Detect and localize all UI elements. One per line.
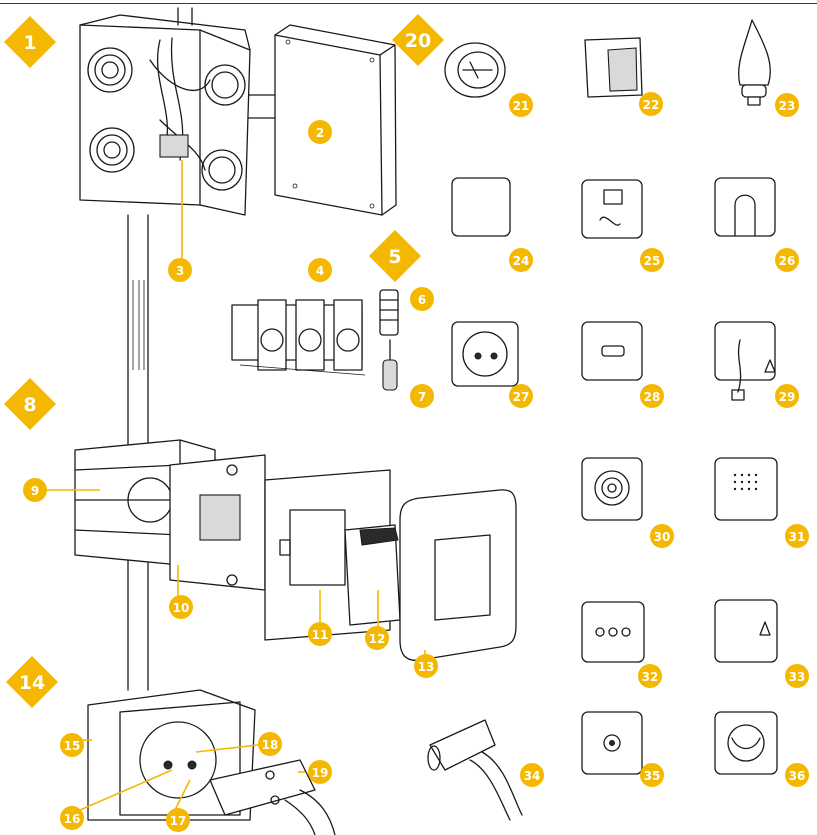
section-marker-20: 20 [392,14,444,66]
callout-16: 16 [60,806,84,830]
antenna-socket [582,602,644,662]
callout-label: 18 [262,738,279,752]
section-marker-label: 14 [19,672,45,694]
section-marker-1: 1 [4,16,56,68]
callout-label: 35 [644,769,661,783]
bell-button [715,600,777,662]
callout-label: 17 [170,814,187,828]
fuse-cartridge [383,340,397,390]
callout-label: 31 [789,530,806,544]
callout-6: 6 [410,287,434,311]
callout-7: 7 [410,384,434,408]
section-marker-label: 20 [405,30,431,52]
callout-label: 2 [316,126,324,140]
section-marker-14: 14 [6,656,58,708]
callout-label: 29 [779,390,796,404]
callout-label: 6 [418,293,426,307]
callout-label: 7 [418,390,426,404]
callout-11: 11 [308,622,332,646]
callout-label: 3 [176,264,184,278]
callout-label: 25 [644,254,661,268]
callout-label: 12 [369,632,386,646]
callout-label: 10 [173,601,190,615]
socket-outlet [140,722,216,798]
switch-insert [170,455,265,590]
callout-21: 21 [509,93,533,117]
timer-dial [582,458,642,520]
callout-label: 4 [316,264,324,278]
callout-29: 29 [775,384,799,408]
callout-label: 32 [642,670,659,684]
rocker [345,525,400,625]
junction-box-cover [275,25,396,215]
callout-33: 33 [785,664,809,688]
callout-label: 28 [644,390,661,404]
callout-17: 17 [166,808,190,832]
callout-label: 27 [513,390,530,404]
callout-label: 16 [64,812,81,826]
section-marker-5: 5 [369,230,421,282]
phone-socket [582,180,642,238]
callout-label: 36 [789,769,806,783]
callout-26: 26 [775,248,799,272]
coax-socket [582,712,642,774]
cover-frame [400,490,516,660]
callout-19: 19 [308,760,332,784]
callout-27: 27 [509,384,533,408]
section-marker-label: 1 [23,32,36,54]
callout-label: 11 [312,628,329,642]
blank-plate [452,178,510,236]
junction-box [80,15,250,215]
section-marker-label: 5 [388,246,401,268]
cable-outlet [715,178,775,236]
callout-30: 30 [650,524,674,548]
callout-22: 22 [639,92,663,116]
callout-label: 13 [418,660,435,674]
data-socket [582,322,642,380]
callout-label: 15 [64,739,81,753]
section-marker-label: 8 [23,394,36,416]
callout-label: 24 [513,254,530,268]
callout-15: 15 [60,733,84,757]
terminal-block [232,300,365,375]
dimmer [715,712,777,774]
callout-23: 23 [775,93,799,117]
callout-label: 9 [31,484,39,498]
callout-label: 22 [643,98,660,112]
bell-pull [715,322,775,400]
callout-3: 3 [168,258,192,282]
rotary-switch [445,43,505,97]
pendant-switch [739,20,771,105]
callout-13: 13 [414,654,438,678]
callout-24: 24 [509,248,533,272]
section-marker-8: 8 [4,378,56,430]
speaker-grille [715,458,777,520]
callout-label: 26 [779,254,796,268]
callout-label: 23 [779,99,796,113]
coax-plug [428,720,522,820]
callout-2: 2 [308,120,332,144]
fuse-base [380,290,398,335]
callout-31: 31 [785,524,809,548]
wall-socket [452,322,518,386]
callout-25: 25 [640,248,664,272]
callout-35: 35 [640,763,664,787]
callout-32: 32 [638,664,662,688]
callout-label: 34 [524,769,541,783]
callout-18: 18 [258,732,282,756]
callout-label: 21 [513,99,530,113]
callout-label: 33 [789,670,806,684]
callout-10: 10 [169,595,193,619]
surface-switch [585,38,642,97]
callout-12: 12 [365,626,389,650]
callout-34: 34 [520,763,544,787]
callout-9: 9 [23,478,47,502]
callout-28: 28 [640,384,664,408]
callout-36: 36 [785,763,809,787]
callout-label: 19 [312,766,329,780]
callout-4: 4 [308,258,332,282]
callout-label: 30 [654,530,671,544]
